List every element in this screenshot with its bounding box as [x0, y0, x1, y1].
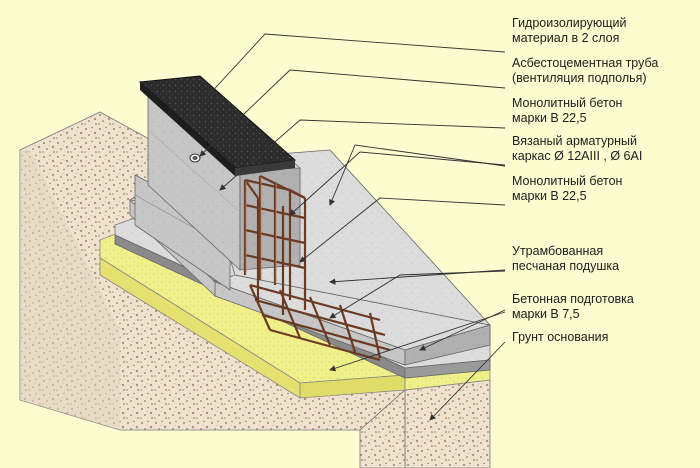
label-sand-cushion: Утрамбованная песчаная подушка [512, 244, 619, 274]
label-asbestos-pipe: Асбестоцементная труба (вентиляция подпо… [512, 56, 658, 86]
label-rebar-cage-line2: каркас Ø 12АIII , Ø 6АI [512, 149, 643, 163]
label-monolithic-concrete-wall: Монолитный бетон марки В 22,5 [512, 96, 622, 126]
label-monolithic-concrete-footing: Монолитный бетон марки В 22,5 [512, 174, 622, 204]
label-rebar-cage: Вязаный арматурный каркас Ø 12АIII , Ø 6… [512, 134, 642, 164]
rebar-cage [243, 175, 391, 362]
label-ground-soil: Грунт основания [512, 330, 608, 345]
label-asbestos-pipe-line1: Асбестоцементная труба [512, 56, 659, 70]
label-concrete-preparation-line1: Бетонная подготовка [512, 292, 634, 306]
label-asbestos-pipe-line2: (вентиляция подполья) [512, 71, 647, 85]
label-ground-soil-line1: Грунт основания [512, 330, 609, 344]
rebar-cage-light [245, 177, 277, 284]
label-monolithic-concrete-wall-line1: Монолитный бетон [512, 96, 623, 110]
leader-lines [194, 33, 506, 421]
label-monolithic-concrete-wall-line2: марки В 22,5 [512, 111, 587, 125]
waterproofing-layer [138, 75, 297, 176]
asbestos-pipe [189, 153, 201, 163]
label-sand-cushion-line1: Утрамбованная [512, 244, 604, 258]
label-concrete-preparation-line2: марки В 7,5 [512, 307, 580, 321]
label-monolithic-concrete-footing-line2: марки В 22,5 [512, 189, 587, 203]
label-rebar-cage-line1: Вязаный арматурный [512, 134, 637, 148]
label-monolithic-concrete-footing-line1: Монолитный бетон [512, 174, 623, 188]
label-waterproofing-line1: Гидроизолирующий [512, 16, 627, 30]
label-waterproofing: Гидроизолирующий материал в 2 слоя [512, 16, 626, 46]
label-waterproofing-line2: материал в 2 слоя [512, 31, 620, 45]
label-sand-cushion-line2: песчаная подушка [512, 259, 620, 273]
label-concrete-preparation: Бетонная подготовка марки В 7,5 [512, 292, 634, 322]
